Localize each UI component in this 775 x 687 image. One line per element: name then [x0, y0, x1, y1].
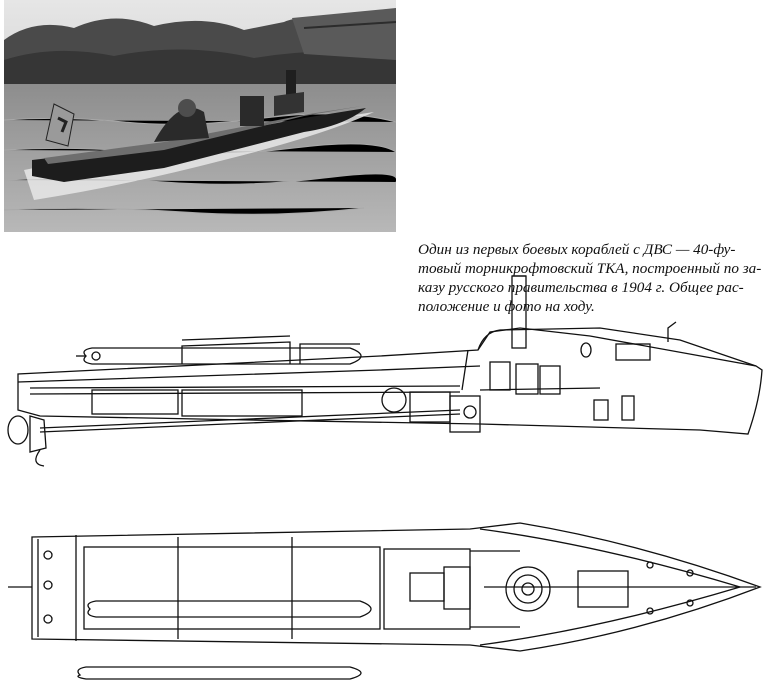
boat-photo [4, 0, 396, 232]
figure-caption: Один из первых боевых кораблей с ДВС — 4… [418, 240, 770, 316]
caption-line-1: Один из первых боевых кораблей с ДВС — 4… [418, 241, 736, 258]
caption-line-4: положение и фото на ходу. [418, 298, 595, 315]
caption-line-2: товый торникрофтовский ТКА, построенный … [418, 260, 762, 277]
plan-view-drawing [0, 515, 775, 687]
caption-line-3: казу русского правительства в 1904 г. Об… [418, 279, 744, 296]
side-profile-drawing [0, 270, 775, 485]
